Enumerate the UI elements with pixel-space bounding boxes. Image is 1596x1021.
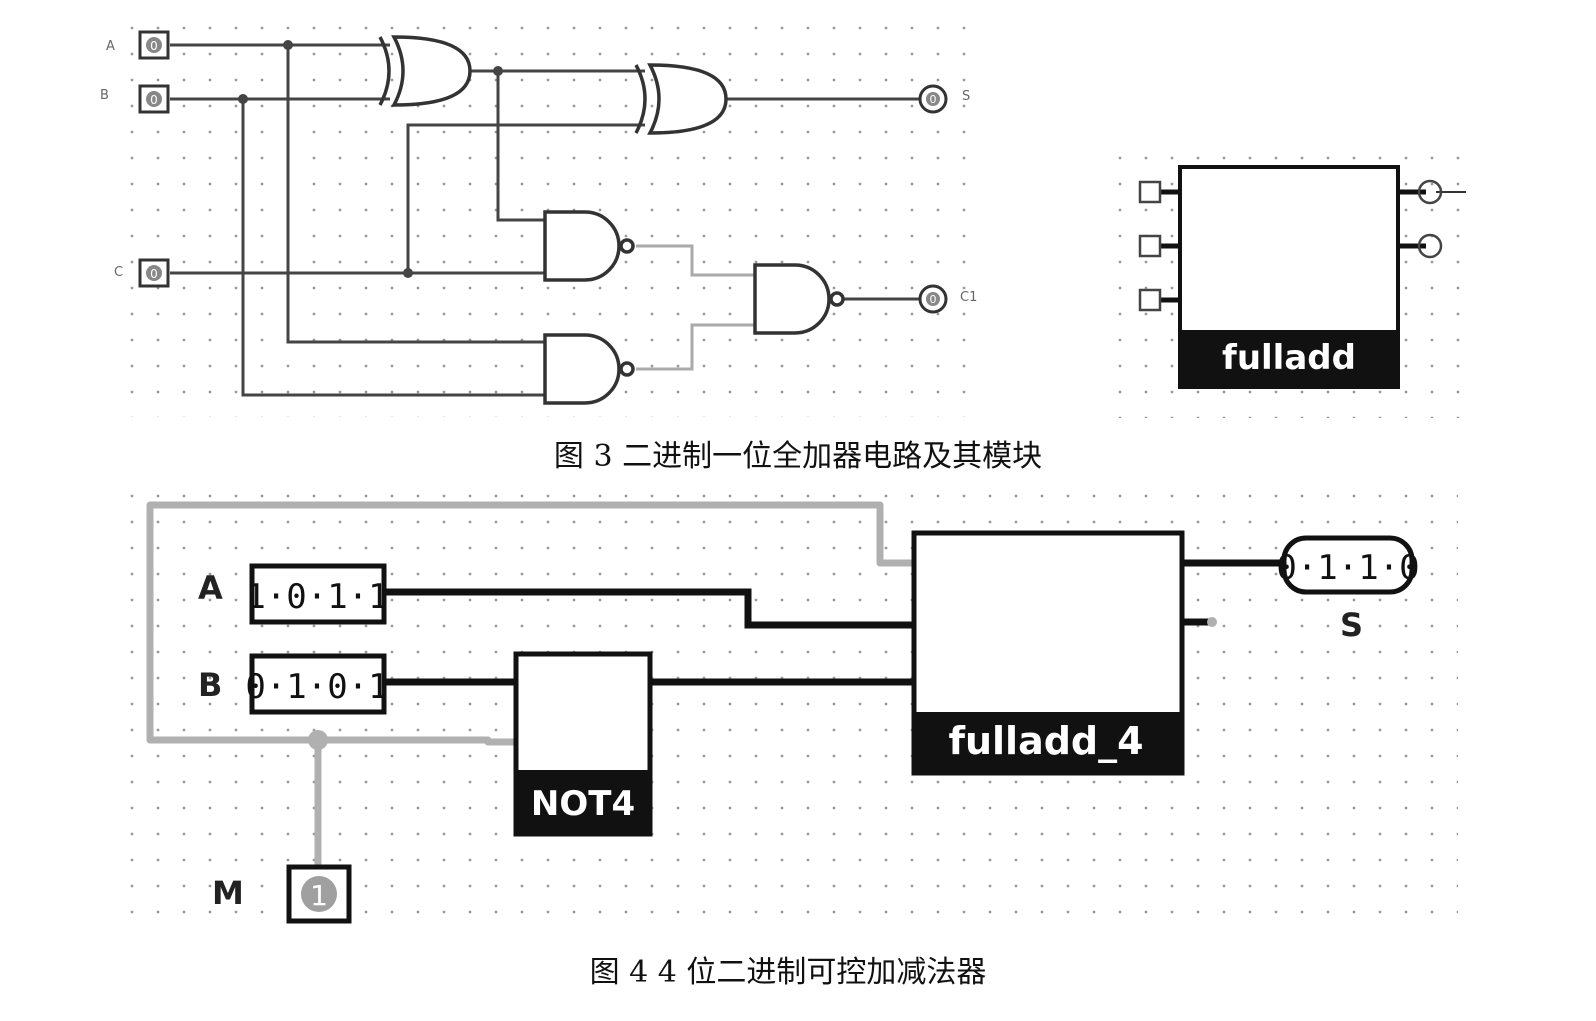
pin-b[interactable]: B 0 bbox=[100, 84, 170, 114]
pin-c1-output: 0 C1 bbox=[918, 284, 977, 314]
pin-b-value: 0 bbox=[150, 93, 158, 107]
pin-s-value: 0 bbox=[930, 93, 937, 106]
carry-out-dot bbox=[1207, 617, 1217, 627]
pin-c1-label: C1 bbox=[960, 290, 977, 305]
wire-c-to-xor2 bbox=[406, 123, 645, 273]
pin-a-label: A bbox=[106, 39, 115, 54]
figure3-caption: 图 3 二进制一位全加器电路及其模块 bbox=[554, 439, 1042, 474]
module-input-squares bbox=[1138, 180, 1162, 312]
module-label: fulladd bbox=[1222, 338, 1356, 378]
input-b-value: 0·1·0·1 bbox=[245, 667, 388, 707]
input-b-label: B bbox=[198, 666, 222, 704]
output-s-value: 0·1·1·0 bbox=[1276, 548, 1419, 588]
input-a-label: A bbox=[198, 569, 223, 607]
figure4-add-sub-circuit: A 1·0·1·1 B 0·1·0·1 NOT4 fulladd_4 0·1·1… bbox=[112, 492, 1458, 924]
control-m-value: 1 bbox=[310, 879, 328, 912]
control-m-label: M bbox=[212, 874, 244, 912]
pin-a-value: 0 bbox=[150, 39, 158, 53]
wire-a-to-nand2 bbox=[286, 45, 547, 344]
pin-c-value: 0 bbox=[150, 267, 158, 281]
pin-c[interactable]: C 0 bbox=[114, 258, 170, 288]
nand-gate-3 bbox=[753, 263, 845, 335]
gray-wires bbox=[636, 244, 757, 371]
wire-nand1-out bbox=[636, 244, 757, 277]
fulladd4-label: fulladd_4 bbox=[948, 719, 1143, 763]
control-m[interactable]: M 1 bbox=[212, 864, 352, 924]
not4-label: NOT4 bbox=[531, 784, 635, 824]
xor-gate-1 bbox=[378, 35, 472, 107]
fulladd4-block: fulladd_4 bbox=[911, 530, 1185, 776]
wire-nand2-out bbox=[636, 323, 757, 371]
module-output-circles bbox=[1417, 179, 1443, 259]
wire-b-to-nand2 bbox=[241, 99, 547, 397]
m-to-not4 bbox=[318, 736, 516, 746]
pin-s-output: 0 S bbox=[918, 84, 970, 114]
xor-gate-2 bbox=[634, 63, 728, 135]
control-junction bbox=[308, 730, 328, 750]
pin-b-label: B bbox=[100, 88, 109, 103]
output-s: 0·1·1·0 S bbox=[1276, 535, 1420, 644]
output-s-label: S bbox=[1340, 606, 1363, 644]
module-label-bar bbox=[1180, 330, 1398, 387]
pin-a[interactable]: A 0 bbox=[106, 30, 170, 60]
pin-s-label: S bbox=[962, 89, 970, 104]
pin-c1-value: 0 bbox=[930, 293, 937, 306]
junctions bbox=[238, 40, 503, 278]
nand-gate-2 bbox=[543, 333, 635, 405]
figure3-full-adder-circuit: A 0 B 0 C 0 0 S 0 C1 bbox=[100, 12, 983, 417]
module-output-ports bbox=[1398, 189, 1426, 249]
figure4-caption: 图 4 4 位二进制可控加减法器 bbox=[590, 955, 987, 990]
nand-gate-1 bbox=[543, 210, 635, 282]
wires bbox=[170, 43, 920, 397]
input-a-value: 1·0·1·1 bbox=[245, 577, 388, 617]
input-b[interactable]: B 0·1·0·1 bbox=[198, 653, 389, 715]
bus-wires bbox=[382, 559, 1284, 686]
not4-block: NOT4 bbox=[513, 651, 653, 837]
bus-a bbox=[382, 588, 916, 629]
input-a[interactable]: A 1·0·1·1 bbox=[198, 563, 389, 625]
wire-xor1-to-nand1 bbox=[496, 71, 547, 222]
pin-c-label: C bbox=[114, 265, 123, 280]
fulladd-module: fulladd bbox=[1118, 138, 1466, 418]
